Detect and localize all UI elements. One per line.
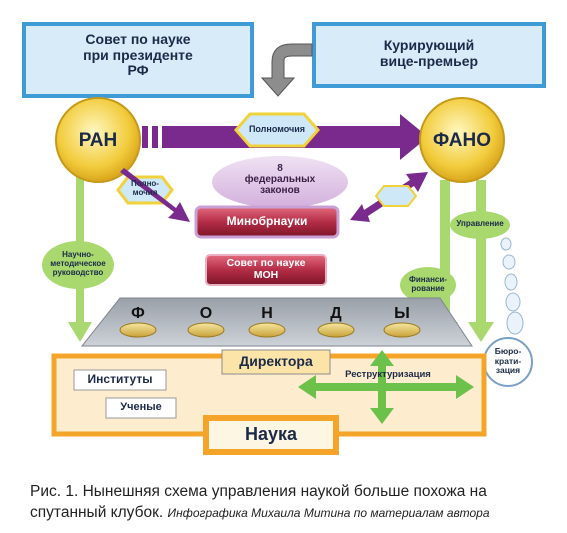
fund-letter-3: Н: [261, 305, 273, 322]
caption-text: Рис. 1. Нынешняя схема управления наукой…: [30, 483, 487, 521]
institutes-box: [73, 369, 167, 391]
vice-premier-label: Курирующий вице-премьер: [379, 37, 479, 69]
powers-left-label: Полно- мочия: [131, 179, 159, 197]
federal-laws-label: 8 федеральных законов: [244, 163, 316, 197]
funds-coins: [119, 322, 421, 338]
fund-coin-3: [248, 322, 286, 338]
fund-letter-2: О: [199, 305, 213, 322]
fano-label: ФАНО: [433, 130, 491, 151]
ran-label: РАН: [78, 130, 118, 151]
financing-label: Финанси- рование: [409, 275, 447, 293]
fund-letter-5: Ы: [394, 305, 410, 322]
fund-coin-2: [187, 322, 225, 338]
directors-box: [221, 349, 331, 375]
gray-l-arrow: [260, 43, 313, 97]
fund-coin-5: [383, 322, 421, 338]
council-president-label: Совет по науке при президенте РФ: [83, 31, 193, 79]
directors-label: Директора: [239, 353, 313, 369]
fano-circle: [419, 97, 505, 183]
scientists-box: [105, 397, 177, 419]
fano-minobr-badge: [374, 185, 418, 207]
ran-minobr-arrow: [120, 168, 190, 222]
method-guidance-label: Научно- методическое руководство: [50, 250, 106, 277]
figure-caption: Рис. 1. Нынешняя схема управления наукой…: [30, 482, 560, 524]
governance-diagram: [22, 22, 546, 455]
method-guidance-badge: [42, 241, 114, 289]
ran-down-arrow: [68, 322, 92, 342]
bureaucratization-label: Бюро- крати- зация: [494, 346, 522, 376]
science-box: [203, 415, 339, 455]
funds-platform: [80, 297, 473, 347]
financing-badge: [400, 267, 456, 303]
science-label: Наука: [244, 424, 298, 444]
fano-green-line-2: [476, 180, 486, 326]
fund-coin-4: [317, 322, 355, 338]
powers-top-label: Полномочия: [248, 124, 306, 134]
federal-laws-cloud: [212, 156, 348, 208]
powers-top-badge: [234, 112, 320, 148]
fano-green-line-1: [440, 180, 450, 326]
institutes-label: Институты: [87, 372, 153, 386]
council-mon-bar: [205, 254, 327, 286]
council-mon-label: Совет по науке МОН: [226, 257, 306, 281]
fund-letter-1: Ф: [131, 305, 145, 322]
fund-letter-4: Д: [330, 305, 342, 322]
ran-circle: [55, 97, 141, 183]
caption-source: Инфографика Михаила Митина по материалам…: [167, 505, 490, 520]
minobr-label: Минобрнауки: [226, 214, 308, 228]
vice-premier-box: [312, 22, 546, 88]
council-president-box: [22, 22, 254, 98]
management-badge: [450, 211, 510, 239]
management-label: Управление: [456, 219, 504, 228]
fund-coin-1: [119, 322, 157, 338]
bureaucracy-bubbles: [500, 237, 524, 335]
minobr-bar: [194, 205, 340, 239]
scientists-label: Ученые: [120, 401, 162, 413]
restructuring-label: Реструктуризация: [345, 369, 431, 380]
restructuring-arrows: [298, 350, 474, 424]
fano-down-arrow-2: [468, 322, 494, 342]
